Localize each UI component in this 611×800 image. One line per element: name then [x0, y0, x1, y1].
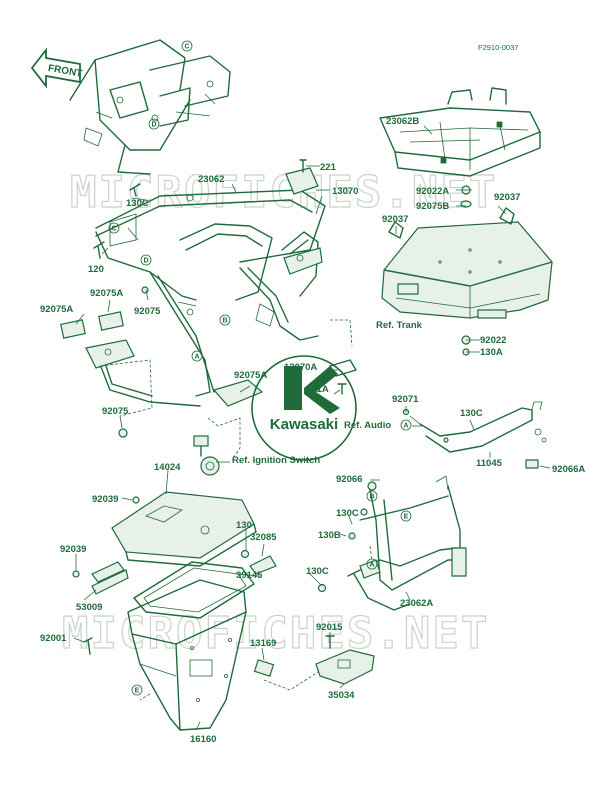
ref-circle-a-audio: A: [400, 419, 412, 431]
ref-circle-b-frame: B: [219, 314, 231, 326]
guard-frame-23062: [60, 167, 326, 407]
svg-text:B: B: [222, 318, 227, 325]
svg-text:A: A: [403, 423, 408, 430]
frame-23062A: [317, 475, 467, 611]
rear-carrier-23062B: [379, 87, 541, 177]
label-16160: 16160: [190, 734, 216, 745]
label-92039-b: 92039: [60, 544, 86, 555]
label-130C-d: 130C: [306, 566, 329, 577]
leader-lines: [73, 125, 551, 731]
label-13070: 13070: [332, 186, 358, 197]
label-39145: 39145: [236, 570, 263, 581]
label-14024: 14024: [154, 462, 181, 473]
label-92066A: 92066A: [552, 464, 585, 475]
label-130: 130: [236, 520, 252, 531]
ref-circle-b-lower: B: [366, 490, 378, 502]
label-92001: 92001: [40, 633, 67, 644]
svg-text:C: C: [111, 226, 116, 233]
label-13169: 13169: [250, 638, 276, 649]
label-92075B: 92075B: [416, 201, 449, 212]
label-92039-a: 92039: [92, 494, 118, 505]
label-92075-b: 92075: [102, 406, 129, 417]
label-ref-trank: Ref. Trank: [376, 320, 423, 331]
label-92075A-b: 92075A: [40, 304, 73, 315]
label-23062B: 23062B: [386, 116, 419, 127]
label-92022A: 92022A: [416, 186, 449, 197]
label-130B: 130B: [318, 530, 341, 541]
rear-trunk: [381, 221, 553, 319]
ref-circle-d-frame: D: [140, 254, 152, 266]
bracket-35034: [315, 635, 375, 685]
label-ref-ignition-switch: Ref. Ignition Switch: [232, 455, 320, 466]
label-23062A: 23062A: [400, 598, 433, 609]
front-arrow-icon: FRONT: [30, 47, 83, 89]
label-32085: 32085: [250, 532, 277, 543]
label-92075A-a: 92075A: [90, 288, 123, 299]
part-labels: 23062B 221 23062 13070 130C 92022A 92075…: [40, 116, 585, 745]
label-92015: 92015: [316, 622, 343, 633]
label-221: 221: [320, 162, 337, 173]
label-221A: 221A: [306, 384, 329, 395]
svg-text:D: D: [151, 122, 156, 129]
ref-circle-c-frame: C: [108, 222, 120, 234]
label-92066: 92066: [336, 474, 362, 485]
label-23062: 23062: [198, 174, 224, 185]
box-16160: [83, 579, 247, 731]
label-92071: 92071: [392, 394, 419, 405]
label-120: 120: [88, 264, 104, 275]
svg-text:E: E: [135, 688, 140, 695]
ref-circle-e-lower: E: [400, 510, 412, 522]
collar-13169: [253, 659, 275, 677]
ref-circle-d-top: D: [148, 118, 160, 130]
label-92037-a: 92037: [494, 192, 520, 203]
label-92037-b: 92037: [382, 214, 408, 225]
label-11045: 11045: [476, 458, 503, 469]
svg-text:E: E: [404, 514, 409, 521]
watermark-bottom: MICROFICHES.NET: [62, 608, 489, 659]
ref-circle-a-frame: A: [191, 350, 203, 362]
label-130C-a: 130C: [126, 198, 149, 209]
frame-detail: [69, 39, 231, 175]
label-13070A: 13070A: [284, 362, 317, 373]
ignition-switch: [193, 435, 220, 476]
watermark-top: MICROFICHES.NET: [70, 167, 497, 218]
svg-text:A: A: [369, 562, 374, 569]
kawasaki-logo: Kawasaki: [251, 355, 357, 461]
ref-circle-a-lower: A: [366, 558, 378, 570]
label-130C-b: 130C: [460, 408, 483, 419]
ref-circle-c-top: C: [181, 40, 193, 52]
svg-text:A: A: [194, 354, 199, 361]
ref-circle-e-box: E: [131, 684, 143, 696]
watermark-group: MICROFICHES.NET MICROFICHES.NET: [61, 166, 497, 659]
label-92075A-c: 92075A: [234, 370, 267, 381]
label-92075-a: 92075: [134, 306, 161, 317]
figure-code: F2910-0037: [478, 43, 518, 52]
svg-text:D: D: [143, 258, 148, 265]
label-92022: 92022: [480, 335, 506, 346]
label-35034: 35034: [328, 690, 355, 701]
bracket-53009: [72, 561, 129, 595]
svg-text:C: C: [184, 44, 189, 51]
kawasaki-wordmark: Kawasaki: [270, 416, 338, 433]
svg-text:B: B: [369, 494, 374, 501]
label-ref-audio: Ref. Audio: [344, 420, 391, 431]
circle-refs: C D C D B A B E A E: [108, 40, 412, 696]
label-130A: 130A: [480, 347, 503, 358]
gasket-39145: [133, 561, 255, 619]
label-53009: 53009: [76, 602, 102, 613]
label-130C-c: 130C: [336, 508, 359, 519]
